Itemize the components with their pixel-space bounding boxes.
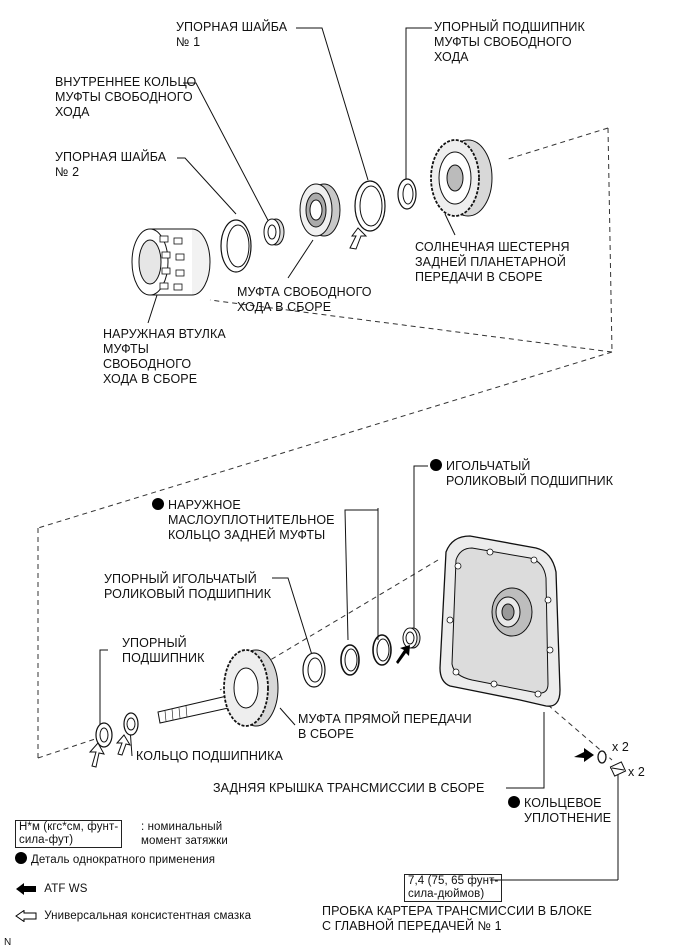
label-o-ring-wrap: КОЛЬЦЕВОЕ УПЛОТНЕНИЕ [508,796,611,825]
label-thrust-bearing: УПОРНЫЙ ПОДШИПНИК [122,636,205,665]
legend-grease-text: Универсальная консистентная смазка [44,910,252,922]
label-rear-cover: ЗАДНЯЯ КРЫШКА ТРАНСМИССИИ В СБОРЕ [213,781,485,795]
legend-atf-text: ATF WS [44,883,88,895]
single-use-dot-icon [15,852,27,864]
thrust-bearing-part [95,722,113,748]
thrust-washer-1-part [354,180,386,232]
o-ring-part [597,750,607,764]
atf-arrow-lower [396,645,410,664]
label-thrust-washer-2: УПОРНАЯ ШАЙБА № 2 [55,150,167,179]
grease-arrow-upper [349,227,368,250]
label-needle-bearing: ИГОЛЬЧАТЫЙ РОЛИКОВЫЙ ПОДШИПНИК [446,459,614,488]
label-oil-seal-ring: НАРУЖНОЕ МАСЛОУПЛОТНИТЕЛЬНОЕ КОЛЬЦО ЗАДН… [168,498,335,542]
plug-part [609,761,627,777]
thrust-needle-bearing-part [302,652,326,688]
grease-arrow-lower-b [115,734,132,756]
label-thrust-needle-bearing: УПОРНЫЙ ИГОЛЬЧАТЫЙ РОЛИКОВЫЙ ПОДШИПНИК [104,572,272,601]
label-oil-seal-ring-wrap: НАРУЖНОЕ МАСЛОУПЛОТНИТЕЛЬНОЕ КОЛЬЦО ЗАДН… [152,498,335,542]
label-sun-gear: СОЛНЕЧНАЯ ШЕСТЕРНЯ ЗАДНЕЙ ПЛАНЕТАРНОЙ ПЕ… [415,240,570,284]
atf-arrow-icon [16,882,36,895]
label-oneway-clutch: МУФТА СВОБОДНОГО ХОДА В СБОРЕ [237,285,372,314]
rear-cover-part [439,535,561,707]
torque-value: 7,4 (75, 65 фунт- сила-дюймов) [404,874,503,902]
label-qty-a: x 2 [612,740,629,754]
label-qty-b: x 2 [628,765,645,779]
label-thrust-bearing-oneway: УПОРНЫЙ ПОДШИПНИК МУФТЫ СВОБОДНОГО ХОДА [434,20,585,64]
sun-gear-part [430,139,493,217]
thrust-bearing-oneway-part [397,178,417,210]
oil-seal-ring-part-b [372,634,392,666]
torque-value-box: 7,4 (75, 65 фунт- сила-дюймов) [404,874,503,902]
needle-bearing-part [402,627,421,649]
label-thrust-washer-1: УПОРНАЯ ШАЙБА № 1 [176,20,288,49]
oil-seal-ring-part-a [340,644,360,676]
single-use-dot-icon [508,796,520,808]
single-use-dot-icon [430,459,442,471]
legend-torque-desc: : номинальный момент затяжки [141,821,228,847]
label-inner-race: ВНУТРЕННЕЕ КОЛЬЦО МУФТЫ СВОБОДНОГО ХОДА [55,75,197,119]
label-o-ring: КОЛЬЦЕВОЕ УПЛОТНЕНИЕ [524,796,612,825]
corner-mark: N [4,937,12,948]
bearing-race-part [123,712,139,736]
grease-arrow-lower-a [88,742,105,768]
atf-arrow-oring [574,748,594,762]
leader-lines-upper [147,27,456,324]
leader-lines-lower [99,465,619,881]
single-use-dot-icon [152,498,164,510]
label-direct-clutch: МУФТА ПРЯМОЙ ПЕРЕДАЧИ В СБОРЕ [298,712,472,741]
legend-torque-box: Н*м (кгс*см, фунт- сила-фут) [15,820,123,848]
label-plug: ПРОБКА КАРТЕРА ТРАНСМИССИИ В БЛОКЕ С ГЛА… [322,904,592,933]
legend-torque: Н*м (кгс*см, фунт- сила-фут) : номинальн… [15,820,228,848]
thrust-washer-2-part [220,219,252,273]
legend-single-use: Деталь однократного применения [15,852,215,868]
legend-single-use-text: Деталь однократного применения [31,854,216,866]
label-bearing-race: КОЛЬЦО ПОДШИПНИКА [136,749,283,763]
grease-arrow-icon [15,909,37,922]
legend-atf: ATF WS [15,882,87,897]
direct-clutch-part [157,649,279,727]
oneway-clutch-part [299,183,341,237]
label-needle-bearing-wrap: ИГОЛЬЧАТЫЙ РОЛИКОВЫЙ ПОДШИПНИК [430,459,613,488]
label-outer-race: НАРУЖНАЯ ВТУЛКА МУФТЫ СВОБОДНОГО ХОДА В … [103,327,226,386]
outer-race-part [131,228,211,296]
inner-race-part [263,218,285,246]
legend-grease: Универсальная консистентная смазка [15,909,251,924]
